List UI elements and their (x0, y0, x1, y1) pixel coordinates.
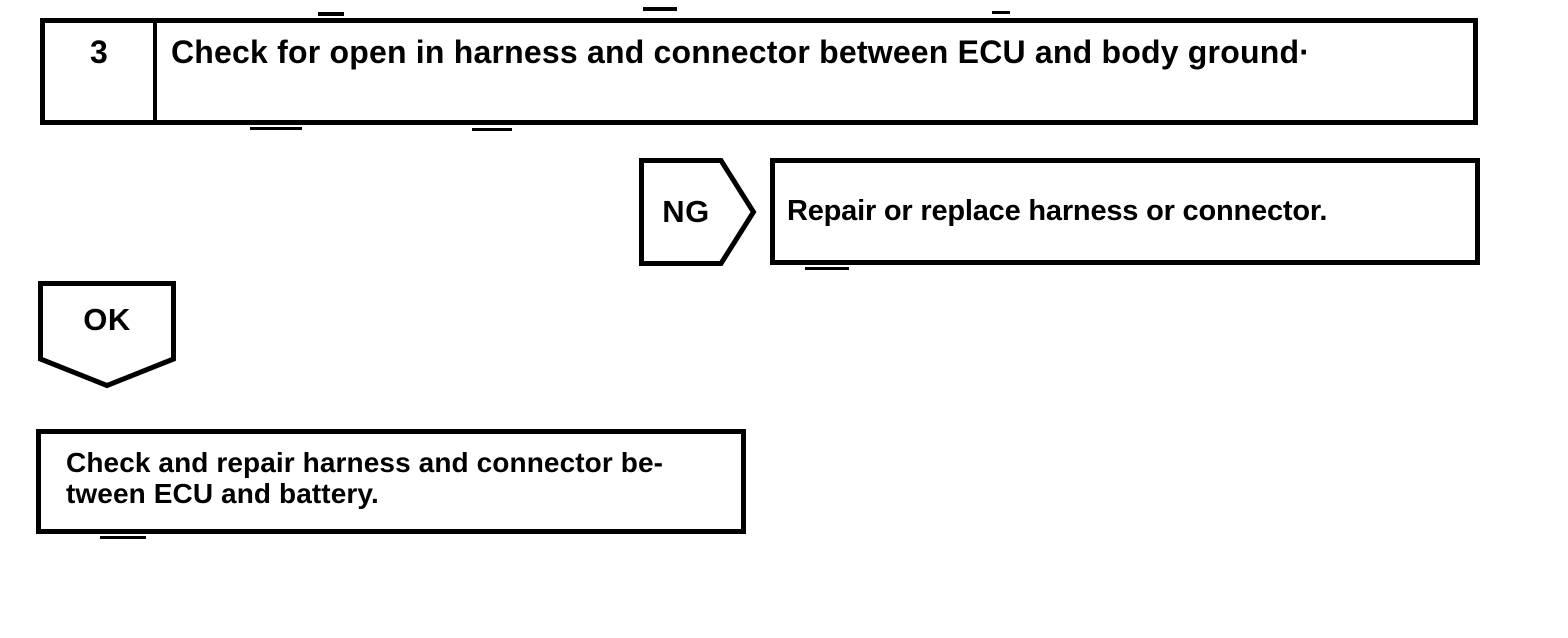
ng-action-text: Repair or replace harness or connector. (787, 195, 1328, 227)
ng-pentagon-icon (639, 158, 757, 266)
scan-artifact (250, 127, 302, 130)
ok-pentagon-icon (38, 281, 176, 389)
scan-artifact (992, 11, 1010, 14)
scan-artifact (472, 128, 512, 131)
ng-connector-shape: NG (639, 158, 757, 266)
step-box: 3 Check for open in harness and connecto… (40, 18, 1478, 125)
step-instruction: Check for open in harness and connector … (171, 34, 1311, 70)
scan-artifact (805, 267, 849, 270)
scan-artifact (643, 7, 677, 11)
ng-label: NG (662, 194, 710, 229)
ok-action-line-2: tween ECU and battery. (66, 478, 379, 509)
ok-label: OK (83, 302, 131, 337)
scan-artifact (100, 536, 146, 539)
ng-action-box: Repair or replace harness or connector. (770, 158, 1480, 265)
ok-connector-shape: OK (38, 281, 176, 389)
ok-action-line-1: Check and repair harness and connector b… (66, 447, 664, 478)
step-number: 3 (45, 23, 157, 120)
scan-artifact (318, 12, 344, 16)
ok-action-box: Check and repair harness and connector b… (36, 429, 746, 534)
